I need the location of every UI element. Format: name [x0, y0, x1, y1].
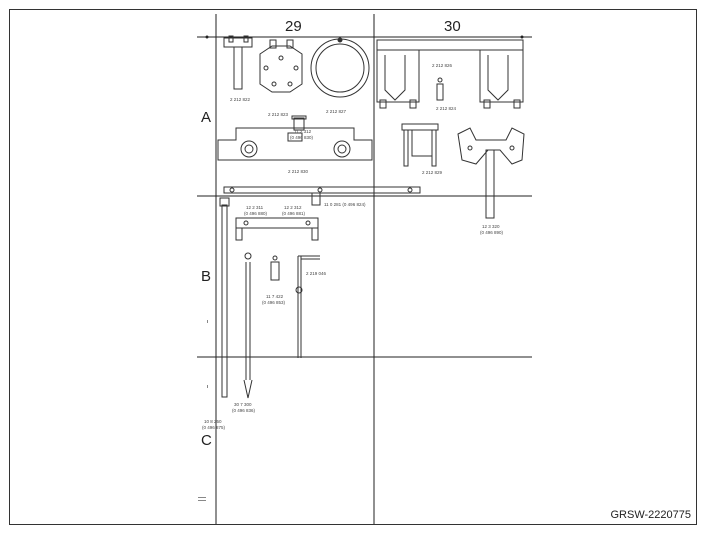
part-label: 11 7 422 [266, 294, 284, 299]
part-label: 12 2 312 [284, 205, 302, 210]
part-frame-large [376, 39, 524, 109]
grid-dot [205, 35, 209, 39]
part-labels: 2 212 822 2 212 823 2 212 827 2 212 826 … [202, 63, 504, 430]
row-label-a: A [201, 109, 212, 126]
part-label: 2 212 824 [436, 106, 457, 111]
part-label: (0 496 881) [282, 211, 306, 216]
part-long-bar [223, 186, 421, 206]
part-label: (0 496 875) [202, 425, 226, 430]
part-long-rod-center [243, 252, 253, 399]
column-label-30: 30 [444, 18, 461, 35]
row-label-b: B [201, 268, 212, 285]
part-label: 11 0 281 (0 496 824) [324, 202, 366, 207]
part-bracket [235, 217, 319, 241]
part-label: 12 2 311 [246, 205, 264, 210]
part-label: (0 496 880) [244, 211, 268, 216]
part-u-frame [401, 123, 439, 167]
part-long-rod-left [219, 197, 230, 398]
part-rod-crossbar [457, 127, 525, 219]
part-label: (0 496 890) [480, 230, 504, 235]
part-label: 11 2 312 [294, 129, 312, 134]
part-l-wrench [295, 255, 320, 358]
part-label: (0 496 830) [290, 135, 314, 140]
part-small-cup [291, 115, 307, 131]
part-label: (0 496 836) [232, 408, 256, 413]
part-small-bolt [270, 255, 280, 281]
row-label-c: C [201, 432, 212, 449]
document-id: GRSW-2220775 [610, 509, 691, 521]
part-small-pin [436, 77, 444, 101]
part-label: 2 212 830 [288, 169, 309, 174]
part-t-tool [223, 35, 253, 90]
part-label: 30 7 300 [234, 402, 252, 407]
grid-dot [520, 35, 524, 39]
part-label: 10 8 250 [204, 419, 222, 424]
part-label: 2 212 827 [326, 109, 347, 114]
part-label: 2 219 046 [306, 271, 327, 276]
part-ring [310, 37, 370, 98]
part-label: 2 212 826 [432, 63, 453, 68]
part-label: 2 212 823 [268, 112, 289, 117]
part-label: 2 212 822 [230, 97, 251, 102]
part-base-plate [217, 127, 373, 161]
part-label: (0 496 853) [262, 300, 286, 305]
part-diamond-plate [259, 39, 303, 93]
column-label-29: 29 [285, 18, 302, 35]
drawing-frame [9, 9, 697, 525]
part-label: 2 212 829 [422, 170, 443, 175]
part-label: 12 3 320 [482, 224, 500, 229]
margin-marks [198, 320, 208, 501]
grid-lines [197, 14, 532, 524]
